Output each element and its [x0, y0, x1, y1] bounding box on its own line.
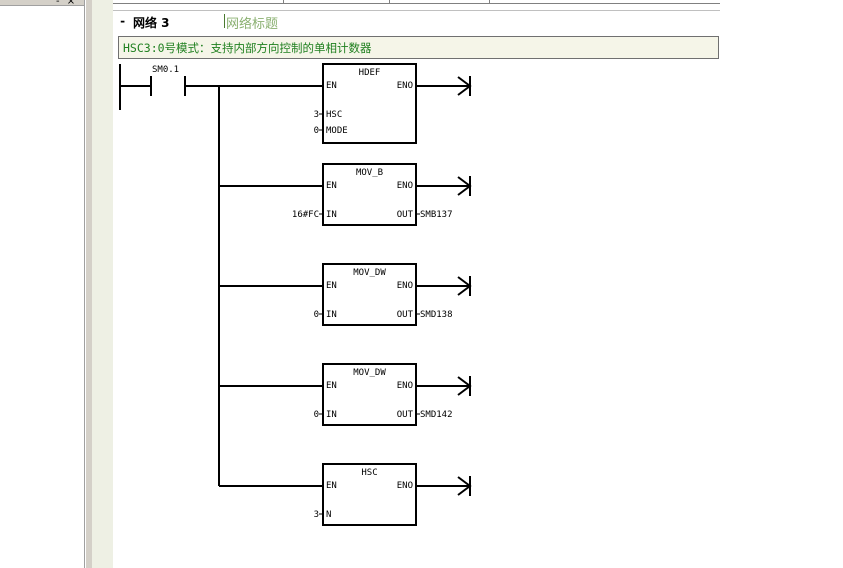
editor-gutter	[92, 0, 113, 568]
input-pin-label: HSC	[326, 110, 342, 120]
instruction-name: MOV_DW	[353, 368, 386, 378]
network-comment: HSC3:0号模式：支持内部方向控制的单相计数器	[123, 41, 372, 55]
eno-pin-label: ENO	[397, 481, 413, 491]
instruction-name: MOV_DW	[353, 268, 386, 278]
instruction-box-hsc[interactable]	[322, 463, 417, 526]
instruction-box-mov_dw[interactable]	[322, 263, 417, 326]
output-pin-label: OUT	[397, 410, 414, 420]
en-pin-label: EN	[326, 181, 337, 191]
input-operand[interactable]: 0	[314, 126, 319, 136]
network-title-field[interactable]: 网络标题	[226, 17, 279, 32]
previous-network-table	[113, 0, 720, 4]
instruction-box-hdef[interactable]	[322, 63, 417, 144]
input-operand[interactable]: 0	[314, 310, 319, 320]
eno-pin-label: ENO	[397, 281, 413, 291]
input-pin-label: IN	[326, 210, 337, 220]
input-pin-label: MODE	[326, 126, 348, 136]
input-operand[interactable]: 16#FC	[292, 210, 319, 220]
eno-pin-label: ENO	[397, 81, 413, 91]
table-cell-divider	[389, 0, 390, 3]
input-operand[interactable]: 3	[314, 110, 319, 120]
instruction-name: HDEF	[359, 68, 381, 78]
output-pin-label: OUT	[397, 210, 414, 220]
input-pin-label: IN	[326, 310, 337, 320]
network-label: 网络 3	[133, 16, 170, 30]
network-separator	[113, 10, 720, 11]
output-operand[interactable]: SMD142	[420, 410, 453, 420]
input-pin-label: N	[326, 510, 331, 520]
input-operand[interactable]: 3	[314, 510, 319, 520]
text-caret	[224, 14, 225, 28]
pane-controls[interactable]: - ×	[56, 0, 78, 7]
project-tree-pane: - ×	[0, 0, 85, 568]
instruction-box-mov_b[interactable]	[322, 163, 417, 226]
en-pin-label: EN	[326, 281, 337, 291]
instruction-name: HSC	[361, 468, 377, 478]
input-pin-label: IN	[326, 410, 337, 420]
output-operand[interactable]: SMB137	[420, 210, 453, 220]
contact-address-label[interactable]: SM0.1	[152, 65, 179, 75]
input-operand[interactable]: 0	[314, 410, 319, 420]
table-cell-divider	[283, 0, 284, 3]
eno-pin-label: ENO	[397, 181, 413, 191]
eno-pin-label: ENO	[397, 381, 413, 391]
output-operand[interactable]: SMD138	[420, 310, 453, 320]
table-cell-divider	[489, 0, 490, 3]
collapse-toggle[interactable]: -	[119, 14, 127, 28]
instruction-box-mov_dw[interactable]	[322, 363, 417, 426]
en-pin-label: EN	[326, 81, 337, 91]
pane-toolbar	[0, 0, 84, 6]
network-comment-box[interactable]: HSC3:0号模式：支持内部方向控制的单相计数器	[118, 36, 719, 59]
en-pin-label: EN	[326, 381, 337, 391]
instruction-name: MOV_B	[356, 168, 383, 178]
en-pin-label: EN	[326, 481, 337, 491]
output-pin-label: OUT	[397, 310, 414, 320]
